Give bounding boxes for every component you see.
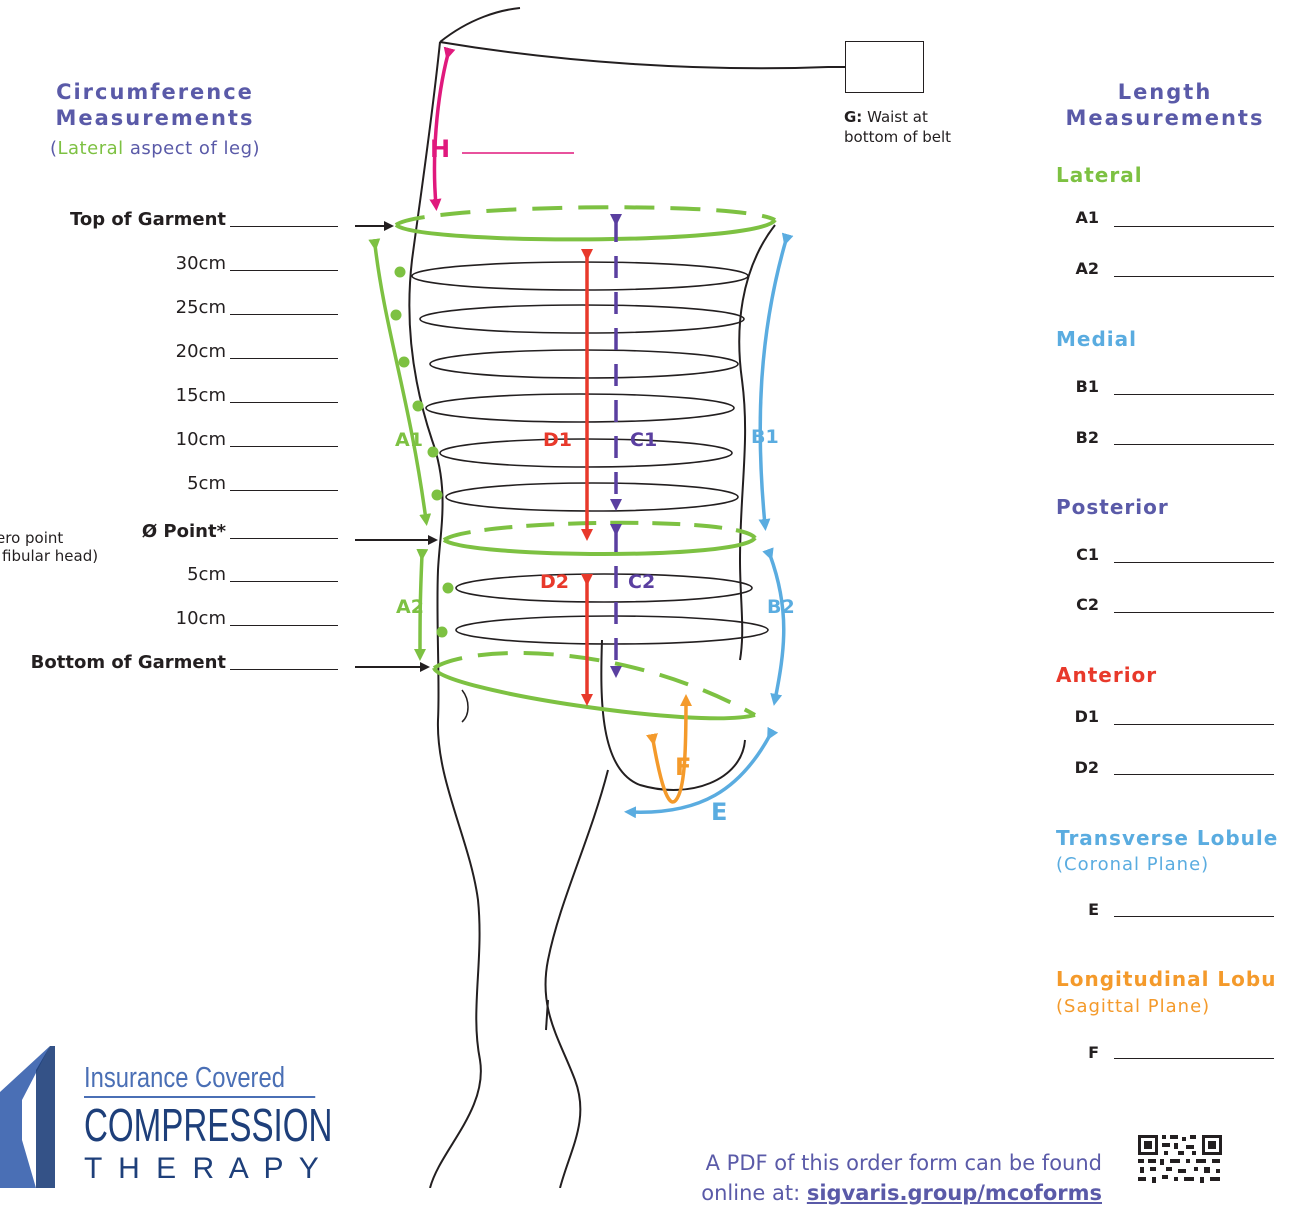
code-d1: D1 <box>1075 707 1099 726</box>
top-garment-front <box>396 220 775 239</box>
input-b1[interactable] <box>1114 394 1274 395</box>
e-arrow <box>630 735 770 812</box>
lower-leg-medial <box>545 770 608 1188</box>
logo-line1: Insurance Covered <box>84 1060 315 1098</box>
section-lateral: Lateral <box>1056 163 1143 187</box>
footer-line1: A PDF of this order form can be found <box>600 1148 1102 1178</box>
input-c2[interactable] <box>1114 612 1274 613</box>
input-e[interactable] <box>1114 916 1274 917</box>
circumference-rings <box>412 262 768 644</box>
logo-text: Insurance Covered COMPRESSION T H E R A … <box>84 1060 318 1186</box>
ring-30 <box>412 262 748 290</box>
label-b1: B1 <box>751 426 779 448</box>
code-d2: D2 <box>1075 758 1099 777</box>
label-a2: A2 <box>396 596 424 618</box>
input-d2[interactable] <box>1114 774 1274 775</box>
input-d1[interactable] <box>1114 724 1274 725</box>
label-c1: C1 <box>630 429 657 451</box>
zero-garment-back <box>444 523 755 540</box>
section-anterior: Anterior <box>1056 663 1157 687</box>
code-f: F <box>1088 1043 1099 1062</box>
hip-curve <box>440 8 520 42</box>
code-a1: A1 <box>1075 208 1099 227</box>
input-a2[interactable] <box>1114 276 1274 277</box>
label-c2: C2 <box>628 571 655 593</box>
label-f: F <box>675 753 691 781</box>
label-a1: A1 <box>395 429 423 451</box>
label-h: H <box>430 135 450 163</box>
length-title-line2: Measurements <box>1040 105 1290 131</box>
input-a1[interactable] <box>1114 226 1274 227</box>
section-longitudinal: Longitudinal Lobu <box>1056 967 1276 991</box>
section-transverse: Transverse Lobule <box>1056 826 1278 850</box>
top-garment-back <box>396 207 775 225</box>
code-b2: B2 <box>1076 428 1099 447</box>
label-b2: B2 <box>767 596 795 618</box>
bottom-garment-back <box>434 653 755 715</box>
section-posterior: Posterior <box>1056 495 1169 519</box>
a1-arrow <box>375 245 426 520</box>
input-f[interactable] <box>1114 1058 1274 1059</box>
qr-code-icon[interactable] <box>1136 1133 1224 1188</box>
input-b2[interactable] <box>1114 444 1274 445</box>
ring-25 <box>420 305 744 333</box>
footer-text: A PDF of this order form can be found on… <box>600 1148 1102 1208</box>
footer-line2-prefix: online at: <box>701 1181 807 1205</box>
code-a2: A2 <box>1075 259 1099 278</box>
input-c1[interactable] <box>1114 562 1274 563</box>
label-d2: D2 <box>540 571 569 593</box>
section-medial: Medial <box>1056 327 1137 351</box>
logo-line2: COMPRESSION <box>84 1102 252 1148</box>
logo-line3: T H E R A P Y <box>84 1152 318 1186</box>
zero-garment-front <box>444 538 755 554</box>
label-d1: D1 <box>543 429 572 451</box>
section-transverse-sub: (Coronal Plane) <box>1056 854 1209 875</box>
ring-10-below <box>456 616 768 644</box>
label-e: E <box>711 798 727 826</box>
ankle-mark <box>462 690 468 722</box>
logo-mark-icon <box>0 1040 55 1188</box>
ring-15 <box>426 394 734 422</box>
ring-5-below <box>456 574 752 602</box>
section-longitudinal-sub: (Sagittal Plane) <box>1056 996 1210 1017</box>
waist-line <box>440 42 845 68</box>
footer-link[interactable]: sigvaris.group/mcoforms <box>807 1181 1102 1205</box>
ring-5 <box>446 483 738 511</box>
code-c2: C2 <box>1076 595 1099 614</box>
code-b1: B1 <box>1076 377 1099 396</box>
code-e: E <box>1088 900 1099 919</box>
ring-20 <box>430 350 738 378</box>
b2-arrow <box>770 555 784 700</box>
length-title: Length Measurements <box>1040 79 1290 131</box>
b1-arrow <box>760 240 786 525</box>
length-title-line1: Length <box>1040 79 1290 105</box>
code-c1: C1 <box>1076 545 1099 564</box>
